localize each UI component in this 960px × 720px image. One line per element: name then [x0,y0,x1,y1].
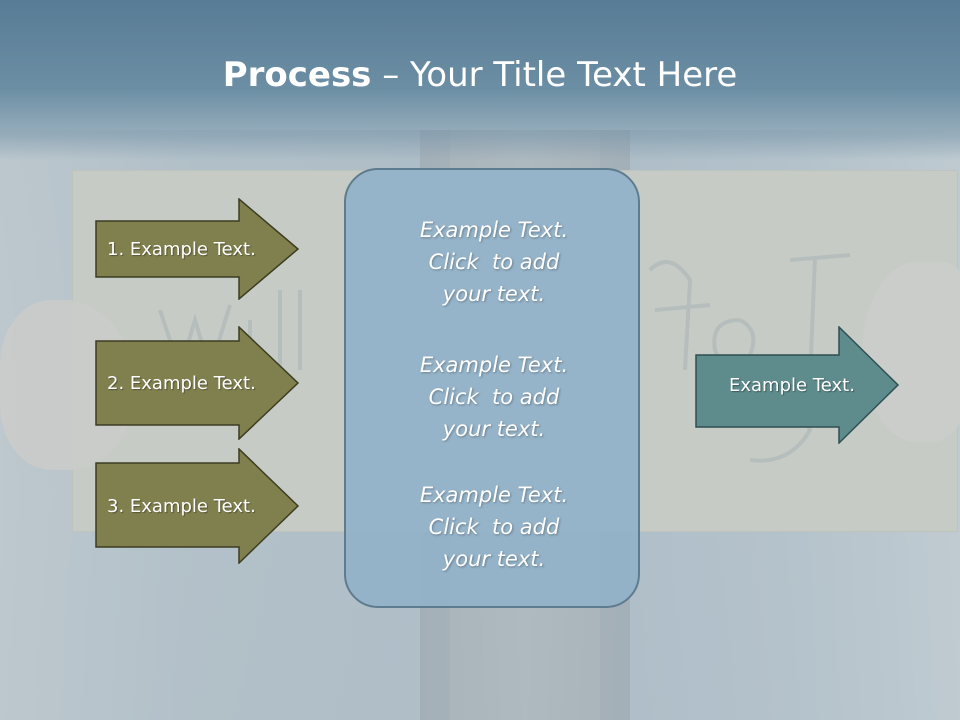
arrow-shape [95,448,300,564]
slide-title[interactable]: Process – Your Title Text Here [0,52,960,98]
result-label: Example Text. [729,374,855,396]
paragraph-line: Click to add [428,515,560,539]
process-step-arrow-3[interactable]: 3. Example Text. [95,448,300,564]
paragraph-line: your text. [442,547,546,571]
process-step-arrow-1[interactable]: 1. Example Text. [95,198,300,300]
description-paragraph-1: Example Text. Click to add your text. [346,214,642,310]
description-paragraph-3: Example Text. Click to add your text. [346,479,642,575]
paragraph-line: Click to add [428,385,560,409]
title-band [0,0,960,160]
result-arrow[interactable]: Example Text. [695,326,900,444]
description-paragraph-2: Example Text. Click to add your text. [346,349,642,445]
arrow-shape [95,198,300,300]
right-hand [862,262,960,442]
process-step-label-2: 2. Example Text. [107,372,256,394]
arrow-shape [695,326,900,444]
arrow-shape [95,326,300,440]
process-step-label-1: 1. Example Text. [107,238,256,260]
paragraph-line: Click to add [428,250,560,274]
paragraph-line: your text. [442,282,546,306]
slide-title-bold: Process [222,55,372,95]
paragraph-line: Example Text. [419,218,569,242]
paragraph-line: Example Text. [419,353,569,377]
paragraph-line: your text. [442,417,546,441]
process-description-box[interactable]: Example Text. Click to add your text. Ex… [344,168,640,608]
slide-title-rest: – Your Title Text Here [371,55,738,95]
process-step-label-3: 3. Example Text. [107,495,256,517]
paragraph-line: Example Text. [419,483,569,507]
process-step-arrow-2[interactable]: 2. Example Text. [95,326,300,440]
